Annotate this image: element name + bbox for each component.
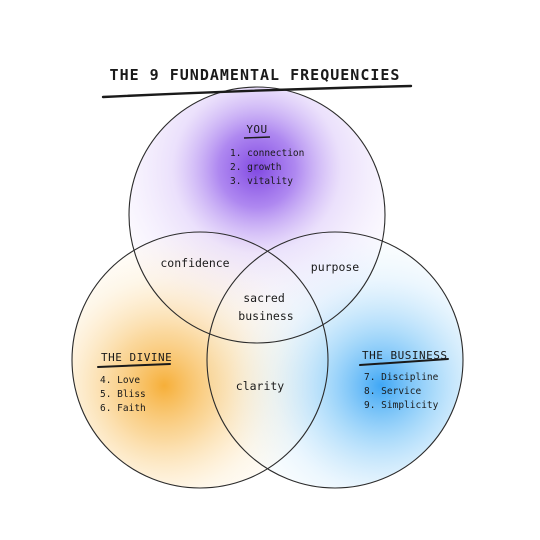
you-item-1: 1. connection <box>230 148 304 159</box>
overlap-you-divine: confidence <box>160 256 229 270</box>
divine-item-1: 4. Love <box>100 375 140 386</box>
circle-business-outline <box>206 231 464 489</box>
you-item-3: 3. vitality <box>230 176 293 187</box>
business-item-3: 9. Simplicity <box>364 400 439 411</box>
divine-heading: THE DIVINE <box>101 351 172 364</box>
divine-heading-underline <box>97 363 171 368</box>
you-item-2: 2. growth <box>230 162 281 173</box>
business-item-2: 8. Service <box>364 386 421 397</box>
you-heading: YOU <box>246 123 267 136</box>
diagram-title: THE 9 FUNDAMENTAL FREQUENCIES <box>110 66 401 84</box>
business-item-1: 7. Discipline <box>364 372 439 383</box>
divine-item-2: 5. Bliss <box>100 389 146 400</box>
title-underline <box>101 84 413 99</box>
circle-business-fill <box>207 232 463 488</box>
circle-divine-outline <box>71 231 329 489</box>
divine-item-3: 6. Faith <box>100 403 146 414</box>
overlap-divine-business: clarity <box>236 379 285 393</box>
overlap-center-line-1: sacred <box>243 291 285 305</box>
business-heading-underline <box>359 358 449 366</box>
overlap-you-business: purpose <box>311 260 360 274</box>
you-heading-underline <box>243 136 271 139</box>
business-heading: THE BUSINESS <box>362 349 447 362</box>
overlap-center-line-2: business <box>238 309 293 323</box>
circle-you-outline <box>128 86 386 344</box>
